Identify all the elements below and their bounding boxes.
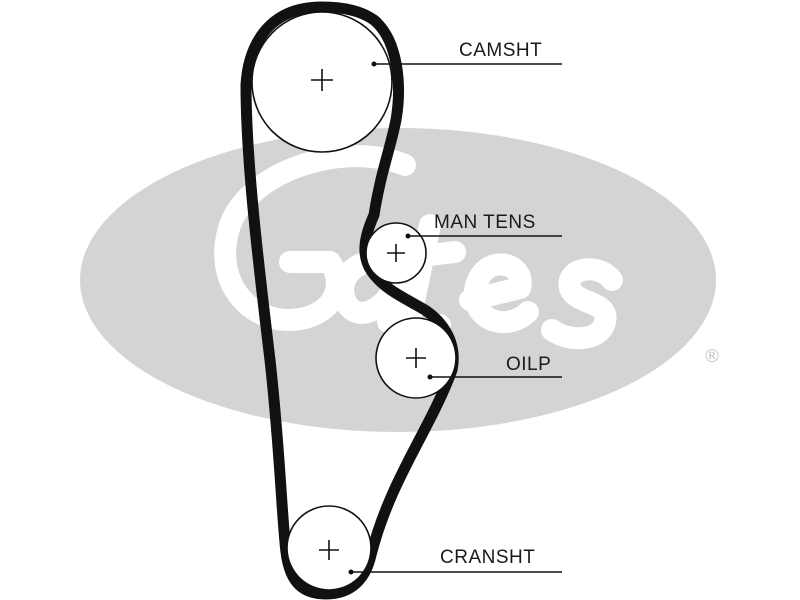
camshaft-pulley [251,11,393,153]
camshaft-label: CAMSHT [459,40,542,61]
timing-belt [240,1,459,600]
crankshaft-pulley [286,505,372,591]
leader-lines [348,61,562,575]
manual-tensioner-pulley [365,222,427,284]
registered-mark: ® [703,346,721,367]
oil-pump-label: OILP [506,354,551,375]
tensioner-label: MAN TENS [434,212,536,233]
crankshaft-label: CRANSHT [440,547,535,568]
oil-pump-pulley [375,317,457,399]
